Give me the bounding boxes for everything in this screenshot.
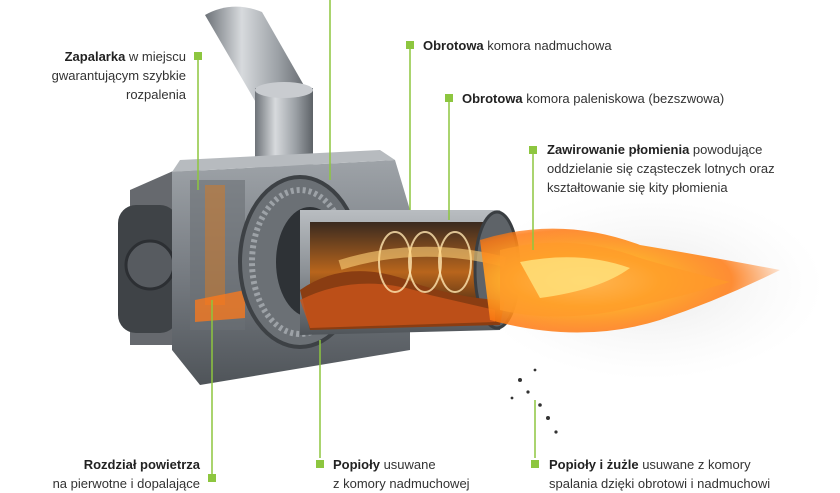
callout-ash1: Popioły usuwane z komory nadmuchowej <box>333 455 503 493</box>
callout-igniter-line2: gwarantującym szybkie <box>51 68 186 83</box>
callout-combustion-bold: Obrotowa <box>462 91 523 106</box>
callout-ash1-text: usuwane <box>379 457 436 472</box>
callout-leader-lines <box>197 0 536 475</box>
callout-swirl-line3: kształtowanie się kity płomienia <box>547 180 728 195</box>
callout-igniter: Zapalarka w miejscu gwarantującym szybki… <box>20 47 186 104</box>
callout-swirl-text: powodujące <box>689 142 763 157</box>
callout-blower-bold: Obrotowa <box>423 38 484 53</box>
callout-swirl-line2: oddzielanie się cząsteczek lotnych oraz <box>547 161 775 176</box>
callout-igniter-line3: rozpalenia <box>126 87 186 102</box>
callout-combustion: Obrotowa komora paleniskowa (bezszwowa) <box>462 89 724 108</box>
ash-particles <box>510 368 558 434</box>
callout-swirl-bold: Zawirowanie płomienia <box>547 142 690 157</box>
callout-ash1-line2: z komory nadmuchowej <box>333 476 470 491</box>
callout-ash2: Popioły i żużle usuwane z komory spalani… <box>549 455 834 493</box>
callout-air-bold: Rozdział powietrza <box>83 457 200 472</box>
callout-blower-text: komora nadmuchowa <box>483 38 612 53</box>
callout-igniter-bold: Zapalarka <box>64 49 126 64</box>
burner-illustration <box>118 0 825 475</box>
callout-swirl-line1: Zawirowanie płomienia powodujące <box>547 140 827 159</box>
callout-ash1-bold: Popioły <box>333 457 380 472</box>
callout-igniter-text: w miejscu <box>125 49 186 64</box>
diagram-stage: Zapalarka w miejscu gwarantującym szybki… <box>20 0 827 491</box>
marker-combustion <box>445 94 453 102</box>
callout-igniter-line1: Zapalarka w miejscu <box>20 47 186 66</box>
marker-ash2 <box>531 460 539 468</box>
marker-ash1 <box>316 460 324 468</box>
callout-ash2-bold: Popioły i żużle <box>549 457 639 472</box>
callout-blower: Obrotowa komora nadmuchowa <box>423 36 612 55</box>
callout-air-line2: na pierwotne i dopalające <box>52 476 200 491</box>
callout-ash2-text: usuwane z komory <box>638 457 751 472</box>
marker-air <box>208 474 216 482</box>
flame-plume <box>480 228 780 333</box>
callout-air: Rozdział powietrza na pierwotne i dopala… <box>20 455 200 493</box>
callout-combustion-text: komora paleniskowa (bezszwowa) <box>522 91 725 106</box>
callout-swirl: Zawirowanie płomienia powodujące oddziel… <box>547 140 827 197</box>
marker-igniter <box>194 52 202 60</box>
combustion-chamber <box>300 210 521 335</box>
marker-blower <box>406 41 414 49</box>
marker-swirl <box>529 146 537 154</box>
callout-ash2-line2: spalania dzięki obrotowi i nadmuchowi <box>549 476 771 491</box>
